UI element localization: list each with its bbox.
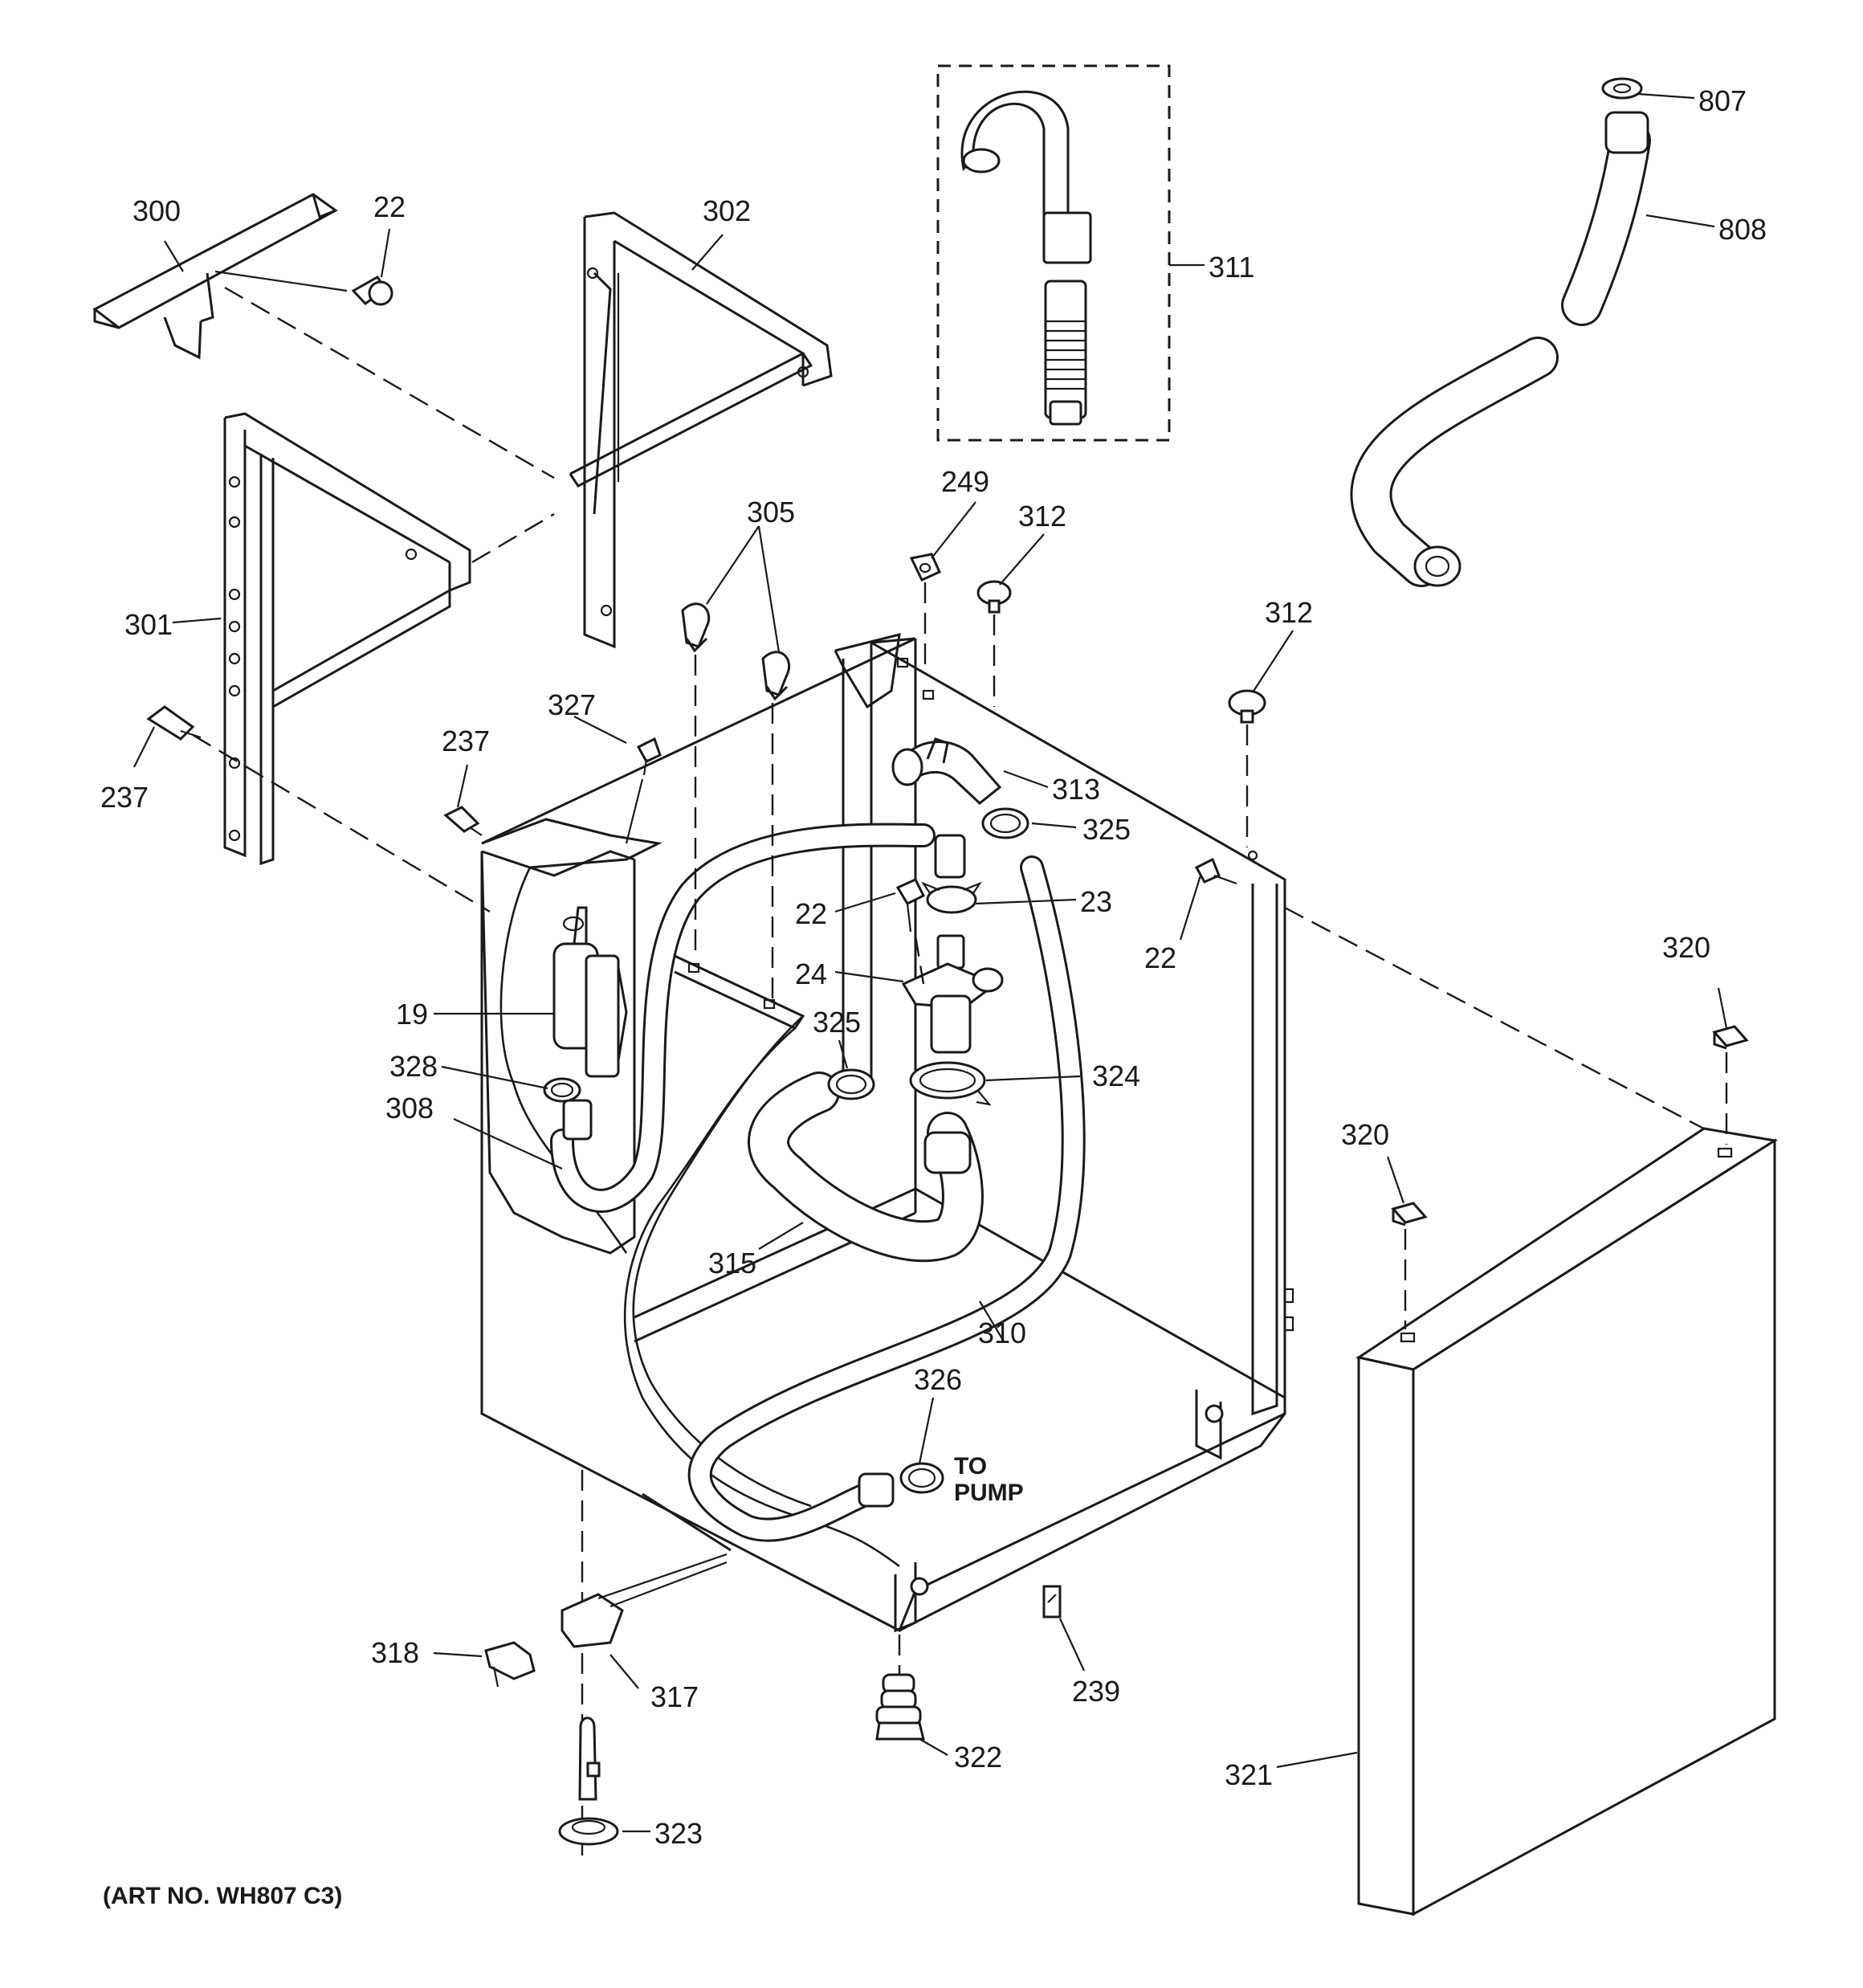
center-rail — [674, 954, 805, 1030]
cabinet-frame — [480, 633, 1294, 1633]
dash-237-left — [192, 733, 491, 913]
leader-lines — [133, 92, 1728, 1833]
label-326: 326 — [914, 1363, 962, 1396]
part-326-clamp — [899, 1462, 944, 1494]
screw-22-right — [1194, 857, 1237, 885]
label-23: 23 — [1080, 885, 1112, 918]
part-239-clip — [1042, 1585, 1062, 1619]
leader-327-screw — [625, 778, 644, 844]
screw-237-left — [146, 705, 202, 741]
label-807: 807 — [1698, 84, 1747, 117]
part-312-plug-right — [1228, 689, 1266, 724]
label-22-top: 22 — [373, 190, 406, 223]
label-324: 324 — [1092, 1059, 1140, 1092]
dash-301-to-302 — [471, 512, 555, 564]
label-311: 311 — [1209, 251, 1254, 284]
label-808: 808 — [1718, 213, 1767, 246]
screw-327 — [636, 737, 662, 776]
screw-237-right — [443, 806, 483, 836]
part-311-corrugated-coupling — [1044, 280, 1087, 426]
label-312-left: 312 — [1018, 500, 1066, 533]
part-808-fill-hose — [1350, 111, 1651, 587]
part-317-bracket — [561, 1553, 728, 1648]
part-313-elbow — [891, 737, 1002, 805]
part-24-valve — [901, 834, 1004, 1054]
label-301: 301 — [124, 608, 173, 641]
note-pump: PUMP — [954, 1480, 1024, 1506]
part-308-tube — [550, 823, 936, 1213]
part-302-brace — [569, 211, 833, 649]
part-315-elbow-hose — [748, 1072, 984, 1263]
label-318: 318 — [371, 1636, 419, 1669]
part-320-clip-right — [1712, 1025, 1749, 1050]
part-320-clip-left — [1391, 1202, 1428, 1227]
label-249: 249 — [941, 465, 989, 498]
part-311-drain-hose-kit-box — [936, 64, 1171, 442]
label-322: 322 — [954, 1741, 1002, 1774]
label-321: 321 — [1225, 1758, 1273, 1791]
label-310: 310 — [978, 1316, 1026, 1349]
note-to: TO — [954, 1453, 987, 1480]
label-313: 313 — [1052, 773, 1100, 806]
part-323-leveling-leg — [558, 1717, 619, 1846]
label-305: 305 — [747, 496, 795, 529]
part-301-brace — [223, 412, 471, 866]
part-328-clamp — [543, 1077, 581, 1103]
label-317: 317 — [650, 1680, 699, 1713]
dash-22-center — [914, 935, 925, 985]
part-312-plug-left — [976, 580, 1012, 614]
label-237-left: 237 — [100, 781, 149, 814]
part-322-foot — [875, 1673, 925, 1741]
label-22-center: 22 — [795, 897, 827, 930]
label-323: 323 — [654, 1817, 703, 1850]
drain-hose-end-fitting — [858, 1472, 895, 1508]
label-320-left: 320 — [1341, 1118, 1389, 1151]
label-325-lower: 325 — [813, 1006, 861, 1039]
dash-22-right — [1284, 906, 1727, 1142]
label-315: 315 — [708, 1247, 756, 1280]
label-327: 327 — [548, 688, 596, 721]
part-311-hook — [960, 90, 1092, 264]
label-24: 24 — [795, 957, 827, 990]
label-320-right: 320 — [1662, 931, 1710, 964]
part-300-bracket — [92, 193, 348, 360]
part-807-washer — [1601, 77, 1643, 100]
part-number-labels: 300 22 302 311 807 808 301 237 237 327 3… — [100, 84, 1767, 1850]
art-number: (ART NO. WH807 C3) — [103, 1883, 342, 1909]
label-325-top: 325 — [1082, 813, 1131, 846]
part-324-clamp — [909, 1061, 992, 1106]
dash-300-to-frame — [224, 286, 555, 480]
label-308: 308 — [385, 1092, 434, 1125]
part-325-clamp-top — [981, 807, 1029, 839]
label-22-right: 22 — [1144, 941, 1176, 974]
part-321-side-panel — [1355, 1127, 1779, 1917]
screw-22-center — [895, 878, 926, 933]
label-302: 302 — [703, 194, 751, 227]
part-305-clips — [681, 602, 791, 701]
label-237-right: 237 — [442, 725, 490, 757]
part-318-latch — [484, 1641, 536, 1688]
label-328: 328 — [389, 1050, 438, 1083]
part-325-clamp-lower — [827, 1068, 875, 1100]
part-23-clamp — [921, 881, 982, 914]
part-310-hose — [687, 855, 1086, 1542]
label-19: 19 — [396, 998, 428, 1031]
label-239: 239 — [1072, 1675, 1120, 1708]
label-312-right: 312 — [1265, 596, 1313, 629]
part-249-clip — [909, 553, 941, 582]
label-300: 300 — [132, 194, 181, 227]
screw-22-top — [351, 276, 393, 306]
part-19-pressure-switch — [552, 906, 628, 1141]
